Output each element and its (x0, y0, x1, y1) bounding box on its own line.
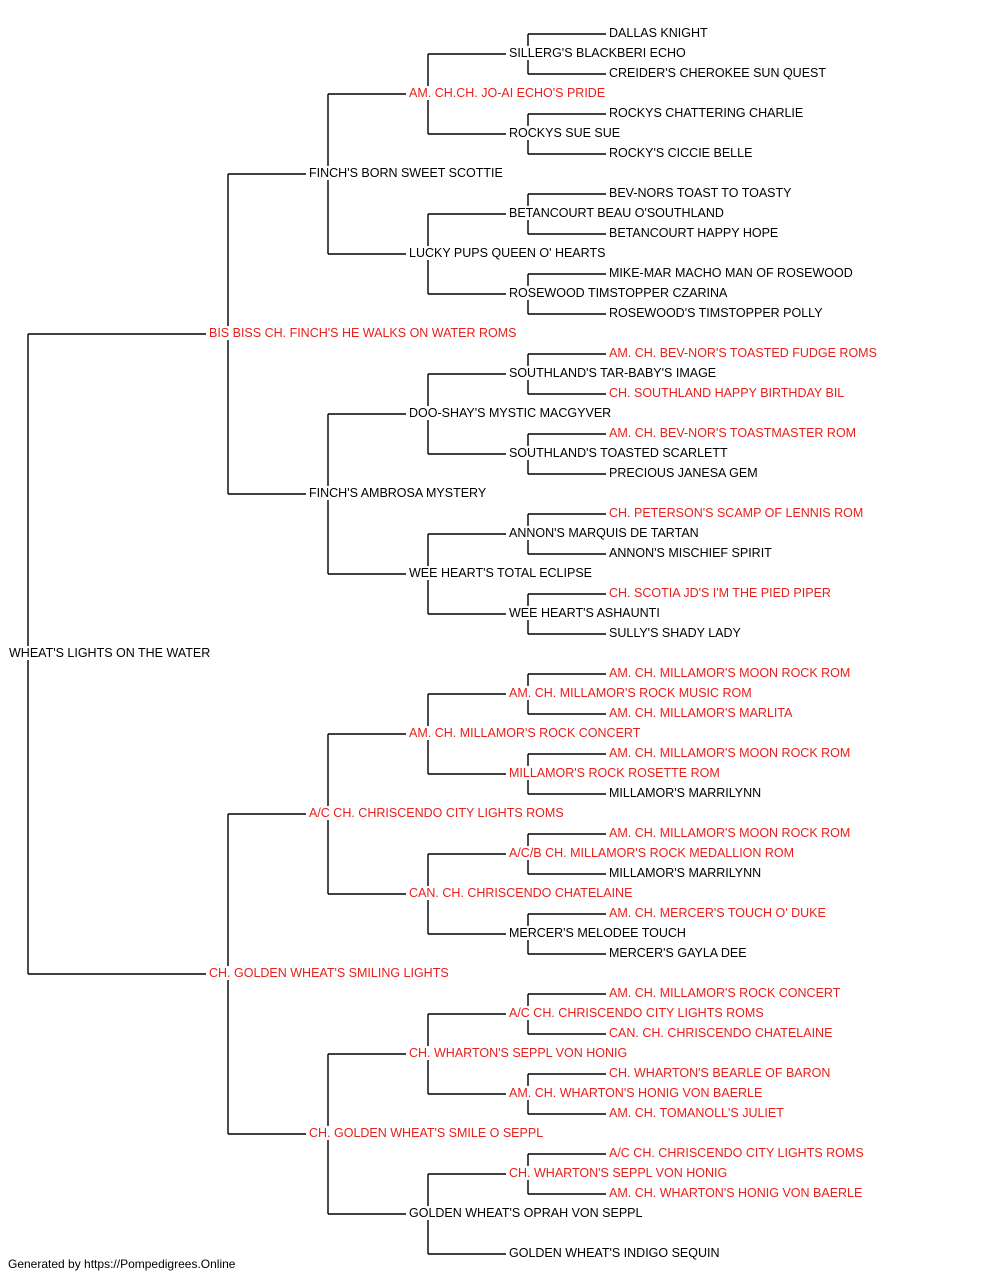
dog-name-gen5: CH. WHARTON'S BEARLE OF BARON (608, 1066, 832, 1080)
dog-name-gen5: AM. CH. MILLAMOR'S MOON ROCK ROM (608, 826, 852, 840)
dog-name-gen3: DOO-SHAY'S MYSTIC MACGYVER (408, 406, 613, 420)
dog-name-gen5: ROSEWOOD'S TIMSTOPPER POLLY (608, 306, 824, 320)
dog-name-gen4: GOLDEN WHEAT'S INDIGO SEQUIN (508, 1246, 721, 1260)
dog-name-gen5: CREIDER'S CHEROKEE SUN QUEST (608, 66, 828, 80)
dog-name-gen3: LUCKY PUPS QUEEN O' HEARTS (408, 246, 607, 260)
dog-name-gen5: MILLAMOR'S MARRILYNN (608, 866, 763, 880)
dog-name-gen2: CH. GOLDEN WHEAT'S SMILE O SEPPL (308, 1126, 545, 1140)
dog-name-gen3: CH. WHARTON'S SEPPL VON HONIG (408, 1046, 629, 1060)
dog-name-gen0: WHEAT'S LIGHTS ON THE WATER (8, 646, 212, 660)
dog-name-gen4: CH. WHARTON'S SEPPL VON HONIG (508, 1166, 729, 1180)
dog-name-gen1: BIS BISS CH. FINCH'S HE WALKS ON WATER R… (208, 326, 518, 340)
dog-name-gen3: AM. CH. MILLAMOR'S ROCK CONCERT (408, 726, 642, 740)
dog-name-gen5: MIKE-MAR MACHO MAN OF ROSEWOOD (608, 266, 854, 280)
dog-name-gen2: FINCH'S BORN SWEET SCOTTIE (308, 166, 504, 180)
dog-name-gen5: MILLAMOR'S MARRILYNN (608, 786, 763, 800)
dog-name-gen5: ANNON'S MISCHIEF SPIRIT (608, 546, 773, 560)
dog-name-gen5: AM. CH. BEV-NOR'S TOASTMASTER ROM (608, 426, 858, 440)
dog-name-gen5: CAN. CH. CHRISCENDO CHATELAINE (608, 1026, 834, 1040)
dog-name-gen4: AM. CH. MILLAMOR'S ROCK MUSIC ROM (508, 686, 753, 700)
dog-name-gen5: ROCKY'S CICCIE BELLE (608, 146, 754, 160)
dog-name-gen4: WEE HEART'S ASHAUNTI (508, 606, 661, 620)
dog-name-gen5: PRECIOUS JANESA GEM (608, 466, 759, 480)
dog-name-gen3: AM. CH.CH. JO-AI ECHO'S PRIDE (408, 86, 607, 100)
dog-name-gen5: CH. PETERSON'S SCAMP OF LENNIS ROM (608, 506, 865, 520)
dog-name-gen2: A/C CH. CHRISCENDO CITY LIGHTS ROMS (308, 806, 565, 820)
dog-name-gen5: SULLY'S SHADY LADY (608, 626, 742, 640)
dog-name-gen4: MERCER'S MELODEE TOUCH (508, 926, 687, 940)
generated-by-footer: Generated by https://Pompedigrees.Online (8, 1257, 236, 1271)
dog-name-gen5: AM. CH. WHARTON'S HONIG VON BAERLE (608, 1186, 864, 1200)
dog-name-gen4: ROCKYS SUE SUE (508, 126, 622, 140)
dog-name-gen5: AM. CH. BEV-NOR'S TOASTED FUDGE ROMS (608, 346, 878, 360)
dog-name-gen2: FINCH'S AMBROSA MYSTERY (308, 486, 488, 500)
dog-name-gen3: GOLDEN WHEAT'S OPRAH VON SEPPL (408, 1206, 644, 1220)
dog-name-gen1: CH. GOLDEN WHEAT'S SMILING LIGHTS (208, 966, 450, 980)
dog-name-gen5: AM. CH. MILLAMOR'S MOON ROCK ROM (608, 666, 852, 680)
dog-name-gen5: MERCER'S GAYLA DEE (608, 946, 748, 960)
dog-name-gen4: SOUTHLAND'S TAR-BABY'S IMAGE (508, 366, 718, 380)
dog-name-gen4: BETANCOURT BEAU O'SOUTHLAND (508, 206, 725, 220)
dog-name-gen5: CH. SOUTHLAND HAPPY BIRTHDAY BIL (608, 386, 846, 400)
dog-name-gen4: SILLERG'S BLACKBERI ECHO (508, 46, 687, 60)
dog-name-gen5: BEV-NORS TOAST TO TOASTY (608, 186, 793, 200)
dog-name-gen4: A/C/B CH. MILLAMOR'S ROCK MEDALLION ROM (508, 846, 796, 860)
dog-name-gen5: DALLAS KNIGHT (608, 26, 709, 40)
dog-name-gen3: WEE HEART'S TOTAL ECLIPSE (408, 566, 593, 580)
dog-name-gen5: BETANCOURT HAPPY HOPE (608, 226, 780, 240)
dog-name-gen4: MILLAMOR'S ROCK ROSETTE ROM (508, 766, 721, 780)
dog-name-gen5: ROCKYS CHATTERING CHARLIE (608, 106, 805, 120)
dog-name-gen5: AM. CH. MILLAMOR'S MARLITA (608, 706, 794, 720)
dog-name-gen4: ANNON'S MARQUIS DE TARTAN (508, 526, 700, 540)
dog-name-gen5: AM. CH. MILLAMOR'S MOON ROCK ROM (608, 746, 852, 760)
dog-name-gen5: AM. CH. TOMANOLL'S JULIET (608, 1106, 785, 1120)
dog-name-gen4: AM. CH. WHARTON'S HONIG VON BAERLE (508, 1086, 764, 1100)
dog-name-gen4: ROSEWOOD TIMSTOPPER CZARINA (508, 286, 729, 300)
dog-name-gen5: AM. CH. MILLAMOR'S ROCK CONCERT (608, 986, 842, 1000)
dog-name-gen5: CH. SCOTIA JD'S I'M THE PIED PIPER (608, 586, 832, 600)
dog-name-gen4: SOUTHLAND'S TOASTED SCARLETT (508, 446, 729, 460)
dog-name-gen3: CAN. CH. CHRISCENDO CHATELAINE (408, 886, 634, 900)
dog-name-gen4: A/C CH. CHRISCENDO CITY LIGHTS ROMS (508, 1006, 765, 1020)
dog-name-gen5: A/C CH. CHRISCENDO CITY LIGHTS ROMS (608, 1146, 865, 1160)
dog-name-gen5: AM. CH. MERCER'S TOUCH O' DUKE (608, 906, 827, 920)
